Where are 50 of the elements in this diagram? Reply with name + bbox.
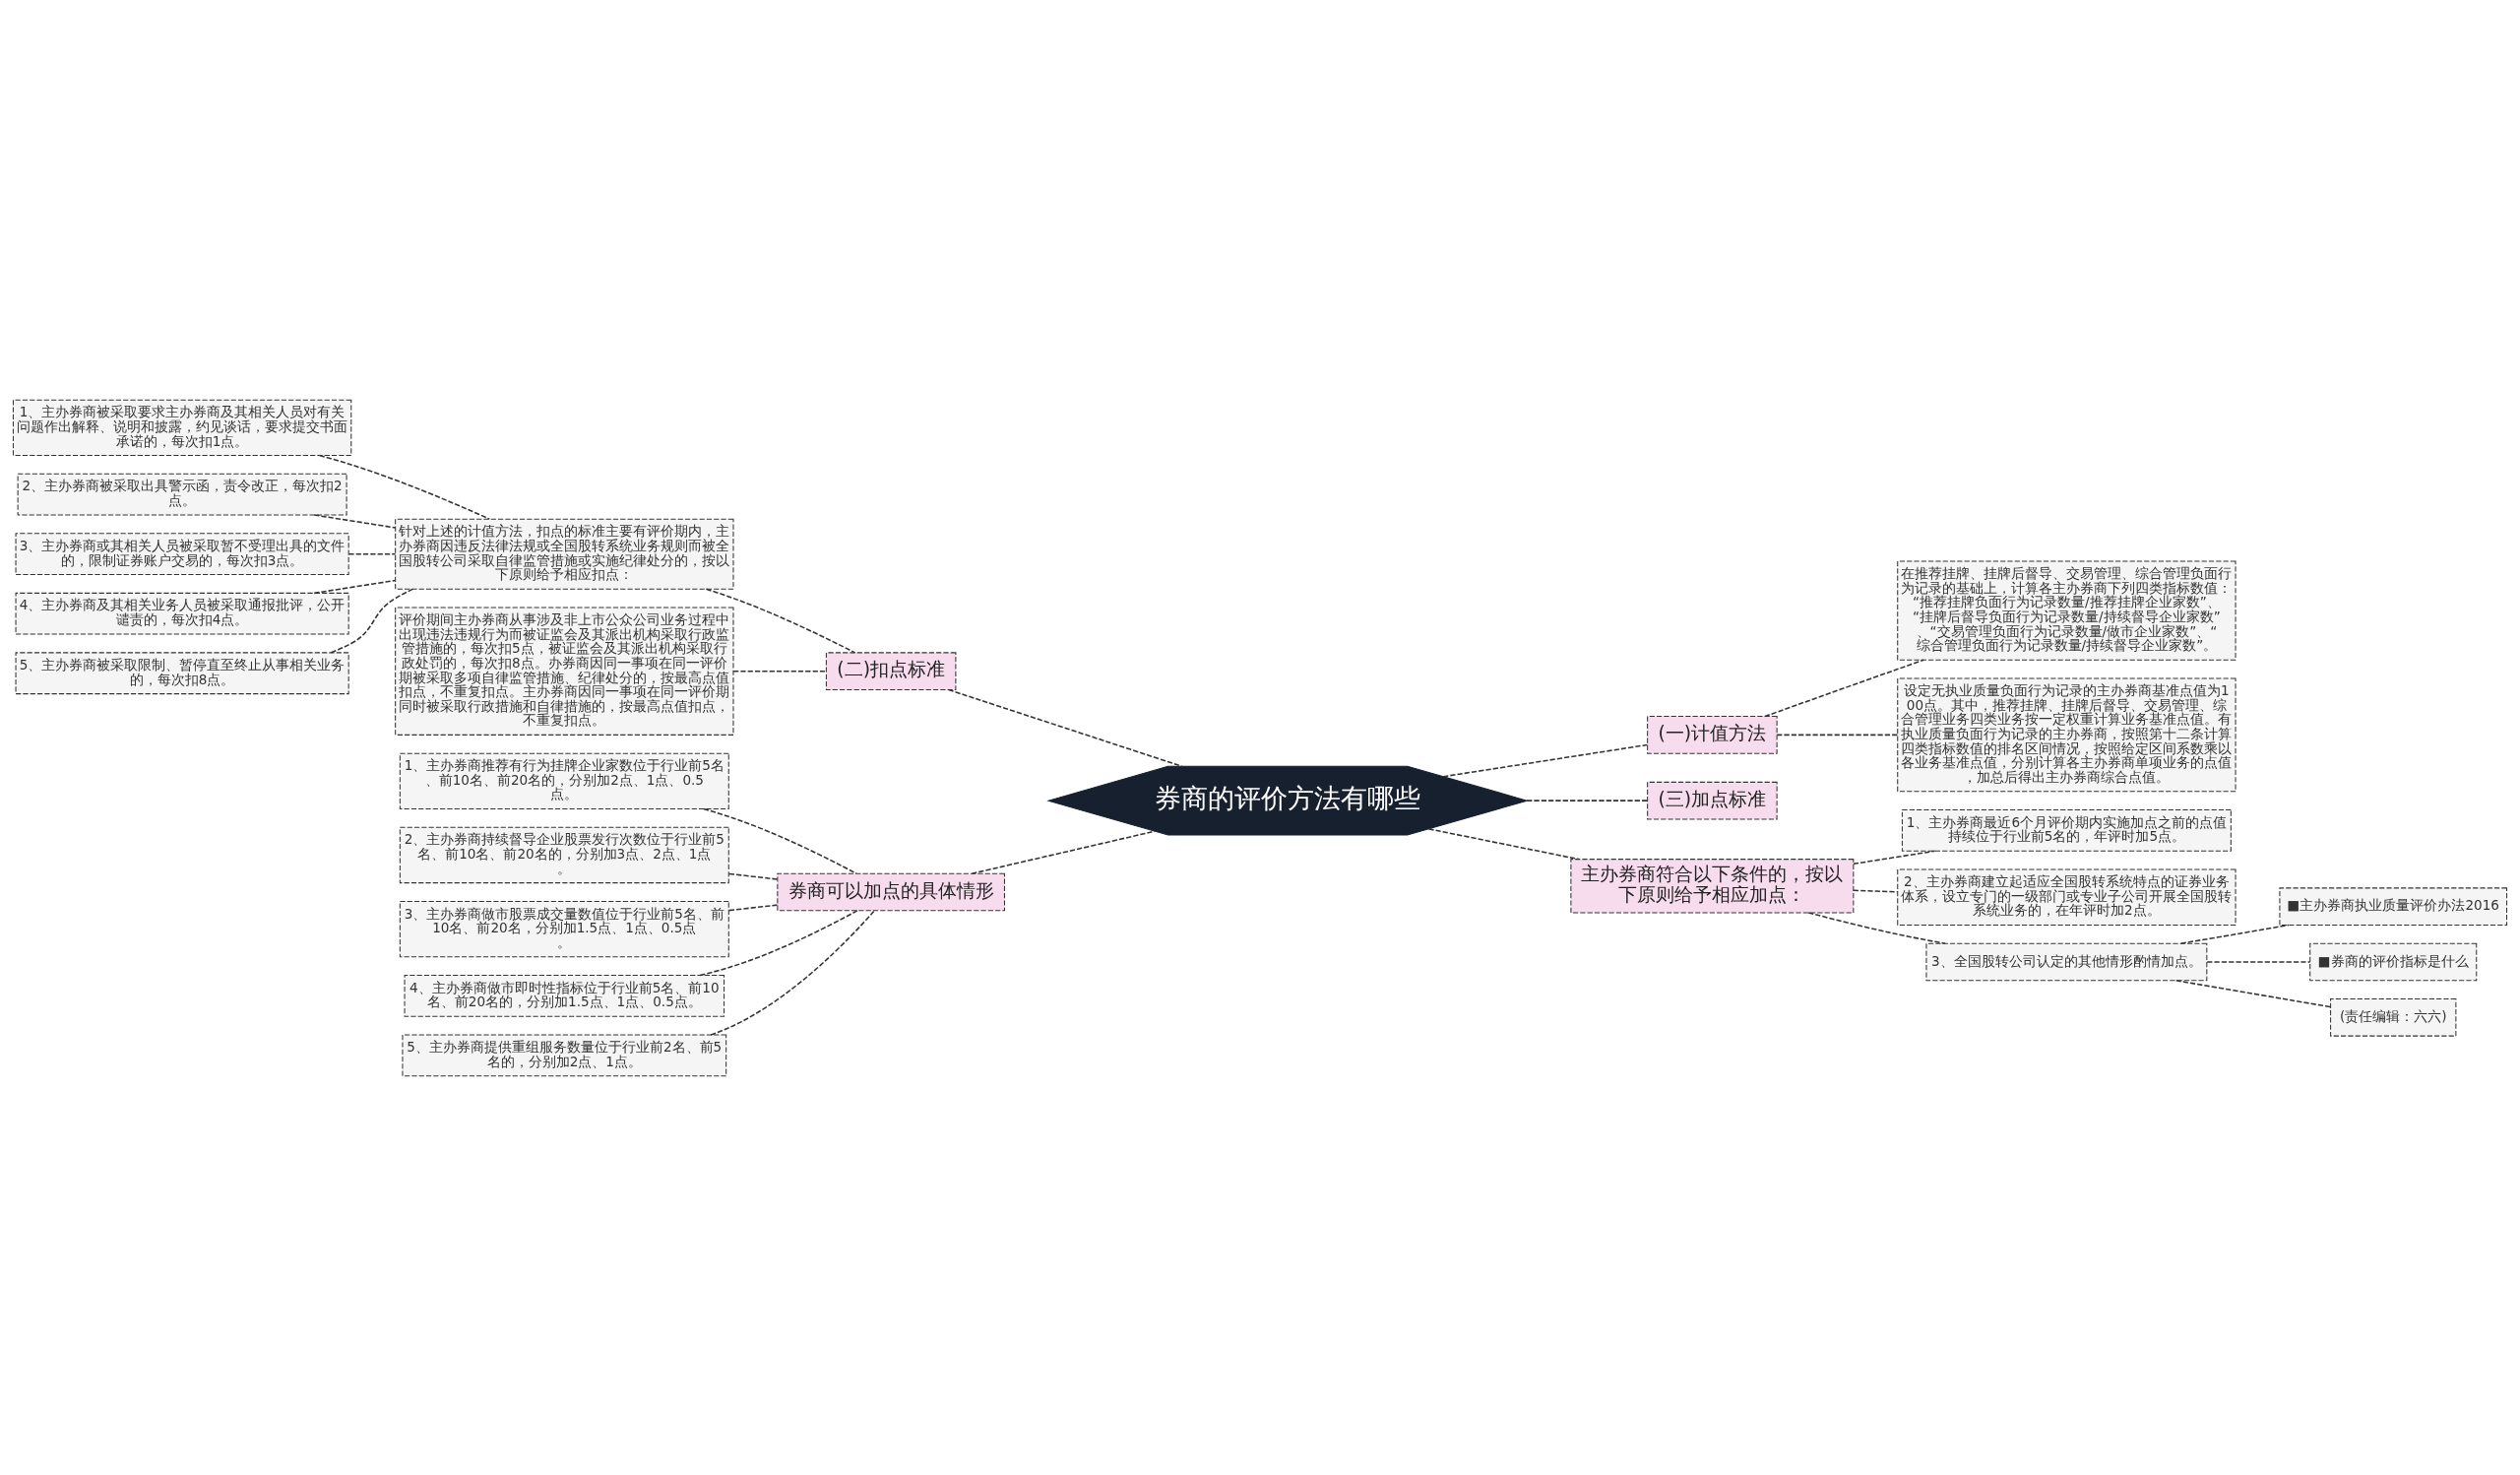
connector (702, 807, 857, 874)
node-box: 1、主办券商最近6个月评价期内实施加点之前的点值持续位于行业前5名的，年评时加5点。 (1901, 808, 2232, 852)
connector (1764, 659, 1924, 717)
connector (2174, 979, 2331, 1007)
connector (313, 513, 397, 529)
connector (1807, 911, 1946, 944)
connector (699, 909, 858, 976)
node-box: ■券商的评价指标是什么 (2309, 942, 2478, 981)
node-box: 2、主办券商建立起适应全国股转系统特点的证券业务体系，设立专门的一级部门或专业子公司开展全国股转系统业务的，在年评时加2点。 (1897, 868, 2236, 926)
connector (971, 829, 1156, 874)
node-box: 2、主办券商被采取出具警示函，责令改正，每次扣2点。 (17, 473, 347, 516)
node-box: 3、全国股转公司认定的其他情形酌情加点。 (1925, 942, 2208, 981)
connector (710, 909, 875, 1036)
node-box: 针对上述的计值方法，扣点的标准主要有评价期内，主办券商因违反法律法规或全国股转系统业务规则而被全国股转公司采取自律监管措施或实施纪律处分的，按以下原则给予相应扣点： (395, 518, 734, 590)
node-box: 5、主办券商提供重组服务数量位于行业前2名、前5名的，分别加2点、1点。 (402, 1034, 727, 1076)
connector (1526, 799, 1649, 802)
connector (330, 588, 414, 653)
connector (1427, 827, 1580, 860)
node-box: 设定无执业质量负面行为记录的主办券商基准点值为100点。其中，推荐挂牌、挂牌后督导、交易管理、综合管理业务四类业务按一定权重计算业务基准点值。有执业质量负面行为记录的主办券商，按照第十二条计算四类指标数值的排名区间情况，按照给定区间系数乘以各业务基准点值，分别计算各主办券商单项业务的点值，加总后得出主办券商综合点值。 (1897, 676, 2236, 792)
connector (947, 688, 1183, 767)
node-box: 3、主办券商做市股票成交量数值位于行业前5名、前10名、前20名，分别加1.5点、1点、0.5点。 (399, 900, 729, 957)
connector (2179, 924, 2290, 944)
node-box: 2、主办券商持续督导企业股票发行次数位于行业前5名、前10名、前20名的，分别加3点、2点、1点。 (399, 826, 729, 883)
connector (1853, 889, 1899, 893)
connector (1853, 850, 1936, 865)
node-box: 1、主办券商推荐有行为挂牌企业家数位于行业前5名、前10名、前20名的，分别加2点、1点、0.5点。 (399, 752, 729, 809)
node-box: 3、主办券商或其相关人员被采取暂不受理出具的文件的，限制证券账户交易的，每次扣3点。 (15, 532, 349, 575)
node-box: 5、主办券商被采取限制、暂停直至终止从事相关业务的，每次扣8点。 (15, 651, 349, 694)
connector (1442, 743, 1649, 777)
connector (727, 872, 779, 880)
node-box: (一)计值方法 (1647, 715, 1778, 754)
connector (732, 670, 828, 672)
connector (347, 552, 397, 554)
connector (705, 588, 856, 654)
node-box: (三)加点标准 (1647, 781, 1778, 819)
connector (313, 579, 397, 594)
node-box: 评价期间主办券商从事涉及非上市公众公司业务过程中出现违法违规行为而被证监会及其派出机构采取行政监管措施的，每次扣5点，被证监会及其派出机构采取行政处罚的，每次扣8点。办券商因同一事项在同一评价期被采取多项自律监管措施、纪律处分的，按最高点值扣点，不重复扣点。主办券商因同一事项在同一评价期同时被采取行政措施和自律措施的，按最高点值扣点，不重复扣点。 (395, 606, 734, 736)
node-box: 券商可以加点的具体情形 (777, 872, 1005, 911)
connector (727, 903, 779, 911)
node-box: (责任编辑：六六) (2330, 997, 2457, 1037)
node-box: ■主办券商执业质量评价办法2016 (2279, 886, 2508, 926)
connector (1776, 734, 1899, 736)
node-box: 主办券商符合以下条件的，按以下原则给予相应加点： (1570, 858, 1855, 913)
node-box: 在推荐挂牌、挂牌后督导、交易管理、综合管理负面行为记录的基础上，计算各主办券商下列四类指标数值：“推荐挂牌负面行为记录数量/推荐挂牌企业家数”、“挂牌后督导负面行为记录数量/持续督导企业家数”、“交易管理负面行为记录数量/做市企业家数”、“综合管理负面行为记录数量/持续督导企业家数”。 (1897, 560, 2236, 661)
node-box: 4、主办券商及其相关业务人员被采取通报批评，公开谴责的，每次扣4点。 (15, 592, 349, 635)
connector (2206, 960, 2311, 963)
node-box: 1、主办券商被采取要求主办券商及其相关人员对有关问题作出解释、说明和披露，约见谈话，要求提交书面承诺的，每次扣1点。 (12, 399, 352, 456)
node-box: 4、主办券商做市即时性指标位于行业前5名、前10名、前20名的，分别加1.5点、1点、0.5点。 (404, 974, 725, 1017)
node-box: (二)扣点标准 (825, 651, 957, 690)
connector (318, 454, 491, 520)
